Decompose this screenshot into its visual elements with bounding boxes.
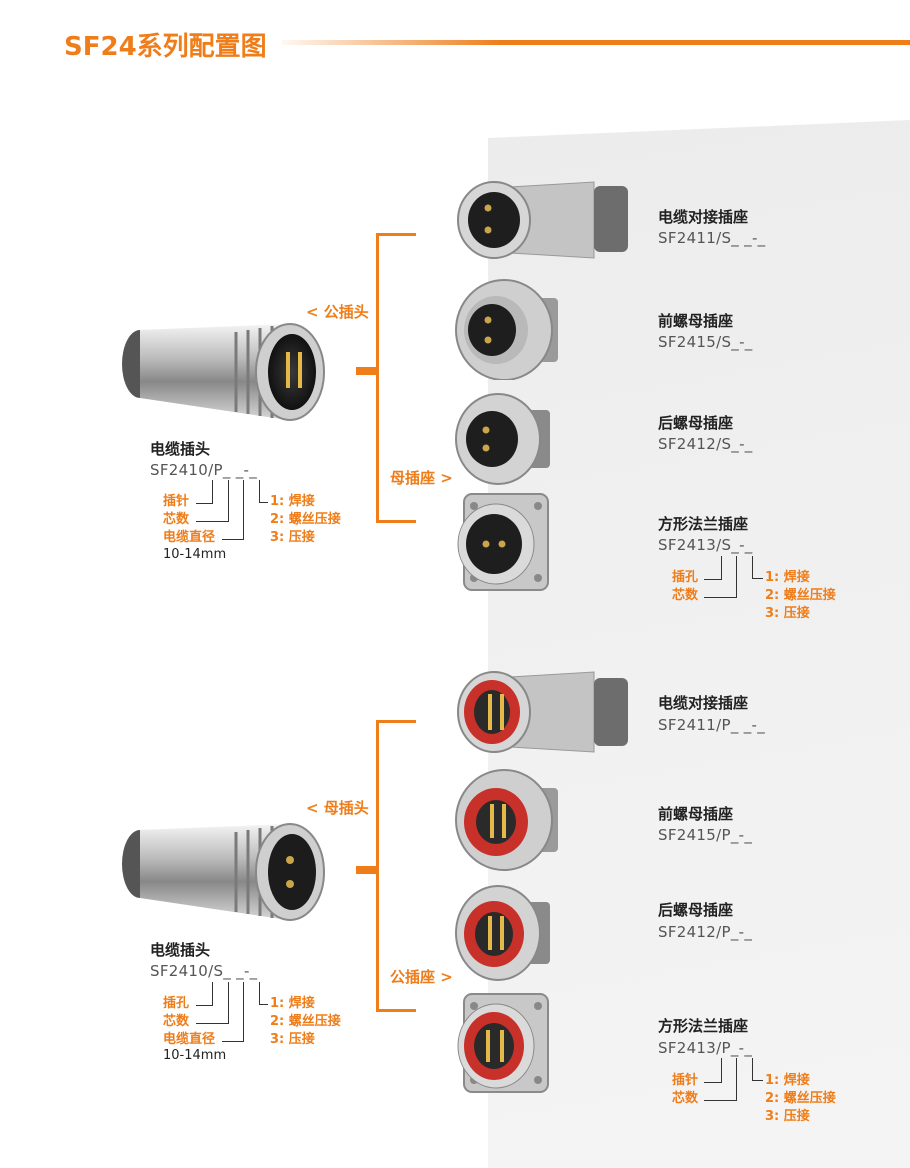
receptacle-name: 方形法兰插座: [658, 515, 749, 533]
plug-legend-option: 3: 压接: [270, 530, 315, 545]
plug-legend-option: 1: 焊接: [270, 494, 315, 509]
bracket-vertical: [376, 720, 379, 1012]
receptacle-name: 前螺母插座: [658, 312, 734, 330]
receptacle-name: 后螺母插座: [658, 414, 734, 432]
plug-code: SF2410/P_ _-_: [150, 461, 258, 479]
plug-legend-option: 2: 螺丝压接: [270, 1014, 341, 1029]
cable-range: 10-14mm: [163, 1048, 227, 1063]
receptacle-name: 后螺母插座: [658, 901, 734, 919]
square-flange-receptacle-image: [457, 993, 549, 1093]
plug-legend-item: 电缆直径: [163, 1032, 216, 1047]
bracket-bottom: [376, 520, 416, 523]
background-panel: [488, 120, 910, 1168]
bracket-stub: [356, 866, 378, 874]
flange-legend-option: 1: 焊接: [765, 570, 810, 585]
cable-plug-female-image: [122, 823, 325, 921]
flange-legend-item: 插孔: [672, 570, 699, 585]
branch-label-bottom: 公插座 >: [390, 968, 453, 986]
page-title: SF24系列配置图: [64, 32, 267, 62]
square-flange-receptacle-image: [457, 493, 549, 591]
plug-legend-item: 插孔: [163, 996, 190, 1011]
receptacle-code: SF2413/P_-_: [658, 1039, 753, 1057]
flange-legend-option: 3: 压接: [765, 1109, 810, 1124]
cable-receptacle-image: [457, 671, 628, 753]
plug-legend-option: 3: 压接: [270, 1032, 315, 1047]
bracket-top: [376, 720, 416, 723]
receptacle-code: SF2415/P_-_: [658, 826, 753, 844]
receptacle-name: 前螺母插座: [658, 805, 734, 823]
branch-label-top: < 公插头: [306, 303, 369, 321]
flange-legend-item: 芯数: [672, 588, 699, 603]
branch-label-top: < 母插头: [306, 799, 369, 817]
flange-legend-option: 2: 螺丝压接: [765, 588, 836, 603]
flange-legend-option: 2: 螺丝压接: [765, 1091, 836, 1106]
plug-legend-item: 芯数: [163, 1014, 190, 1029]
flange-legend-option: 3: 压接: [765, 606, 810, 621]
plug-name: 电缆插头: [150, 941, 211, 959]
flange-legend-item: 芯数: [672, 1091, 699, 1106]
rear-nut-receptacle-image: [455, 393, 550, 485]
rear-nut-receptacle-image: [455, 885, 550, 981]
title-underline: [282, 40, 910, 45]
flange-legend-option: 1: 焊接: [765, 1073, 810, 1088]
plug-legend-option: 2: 螺丝压接: [270, 512, 341, 527]
front-nut-receptacle-image: [455, 769, 558, 871]
branch-label-bottom: 母插座 >: [390, 469, 453, 487]
plug-legend-item: 插针: [163, 494, 190, 509]
plug-name: 电缆插头: [150, 440, 211, 458]
receptacle-code: SF2412/P_-_: [658, 923, 753, 941]
receptacle-name: 电缆对接插座: [658, 694, 749, 712]
receptacle-code: SF2411/S_ _-_: [658, 229, 766, 247]
plug-legend-item: 芯数: [163, 512, 190, 527]
receptacle-code: SF2411/P_ _-_: [658, 716, 766, 734]
front-nut-receptacle-image: [455, 279, 558, 380]
receptacle-code: SF2412/S_-_: [658, 435, 753, 453]
flange-legend-item: 插针: [672, 1073, 699, 1088]
bracket-stub: [356, 367, 378, 375]
cable-plug-male-image: [122, 323, 325, 421]
cable-receptacle-image: [457, 181, 628, 259]
receptacle-name: 电缆对接插座: [658, 208, 749, 226]
receptacle-name: 方形法兰插座: [658, 1017, 749, 1035]
plug-code: SF2410/S_ _-_: [150, 962, 258, 980]
cable-range: 10-14mm: [163, 547, 227, 562]
plug-legend-option: 1: 焊接: [270, 996, 315, 1011]
receptacle-code: SF2415/S_-_: [658, 333, 753, 351]
receptacle-code: SF2413/S_-_: [658, 536, 753, 554]
bracket-top: [376, 233, 416, 236]
bracket-vertical: [376, 233, 379, 523]
bracket-bottom: [376, 1009, 416, 1012]
plug-legend-item: 电缆直径: [163, 530, 216, 545]
